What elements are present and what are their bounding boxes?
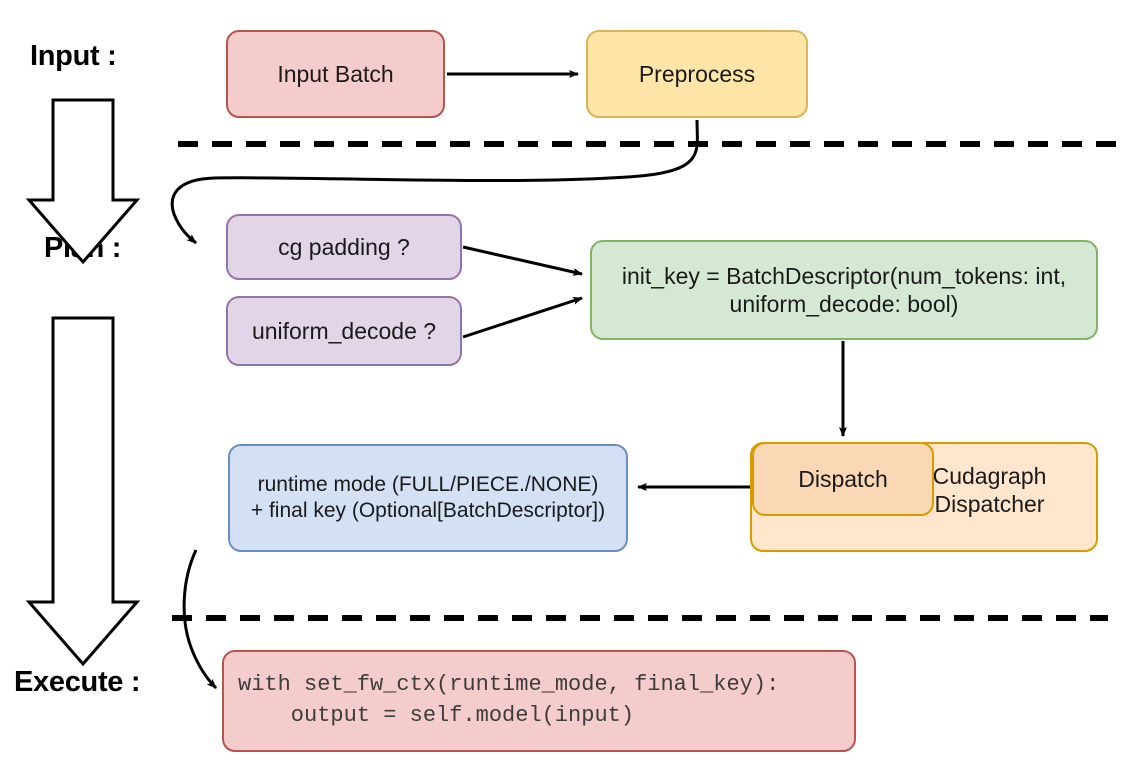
node-input-batch-label: Input Batch bbox=[277, 60, 394, 87]
node-dispatch[interactable]: Dispatch bbox=[752, 442, 934, 516]
node-exec-code-line1: with set_fw_ctx(runtime_mode, final_key)… bbox=[238, 672, 780, 698]
node-preprocess[interactable]: Preprocess bbox=[586, 30, 808, 118]
node-cudagraph-dispatcher-line2: Dispatcher bbox=[934, 491, 1045, 518]
node-exec-code-line2: output = self.model(input) bbox=[238, 703, 635, 728]
node-cudagraph-dispatcher-text: Cudagraph Dispatcher bbox=[907, 462, 1072, 518]
node-init-key[interactable]: init_key = BatchDescriptor(num_tokens: i… bbox=[590, 240, 1098, 340]
stage-label-execute: Execute : bbox=[14, 666, 141, 698]
node-exec-code-text: with set_fw_ctx(runtime_mode, final_key)… bbox=[238, 670, 779, 732]
stage-label-plan: Plan : bbox=[44, 232, 122, 264]
stage-label-input: Input : bbox=[30, 40, 117, 72]
node-init-key-line1: init_key = BatchDescriptor(num_tokens: i… bbox=[621, 262, 1067, 289]
node-exec-code[interactable]: with set_fw_ctx(runtime_mode, final_key)… bbox=[222, 650, 856, 752]
node-cg-padding-label: cg padding ? bbox=[278, 233, 410, 260]
node-cudagraph-dispatcher-line1: Cudagraph bbox=[932, 463, 1047, 489]
connector-cg-padding-to-init-key bbox=[462, 245, 583, 276]
node-cg-padding[interactable]: cg padding ? bbox=[226, 214, 462, 280]
node-uniform-decode-label: uniform_decode ? bbox=[251, 317, 437, 344]
node-runtime-mode[interactable]: runtime mode (FULL/PIECE./NONE) + final … bbox=[228, 444, 628, 552]
node-init-key-text: init_key = BatchDescriptor(num_tokens: i… bbox=[622, 262, 1066, 318]
node-runtime-mode-text: runtime mode (FULL/PIECE./NONE) + final … bbox=[251, 472, 605, 523]
node-init-key-line2: uniform_decode: bool) bbox=[729, 291, 959, 317]
plan-to-execute-flow-arrow bbox=[25, 316, 141, 667]
connector-uniform-decode-to-init-key bbox=[462, 296, 583, 339]
node-runtime-mode-line1: runtime mode (FULL/PIECE./NONE) bbox=[257, 473, 599, 497]
node-preprocess-label: Preprocess bbox=[638, 60, 756, 87]
connector-runtime-mode-to-exec-code bbox=[182, 549, 218, 690]
node-runtime-mode-line2: + final key (Optional[BatchDescriptor]) bbox=[250, 499, 606, 522]
node-input-batch[interactable]: Input Batch bbox=[226, 30, 445, 118]
node-dispatch-label: Dispatch bbox=[798, 465, 888, 492]
node-uniform-decode[interactable]: uniform_decode ? bbox=[226, 296, 462, 366]
